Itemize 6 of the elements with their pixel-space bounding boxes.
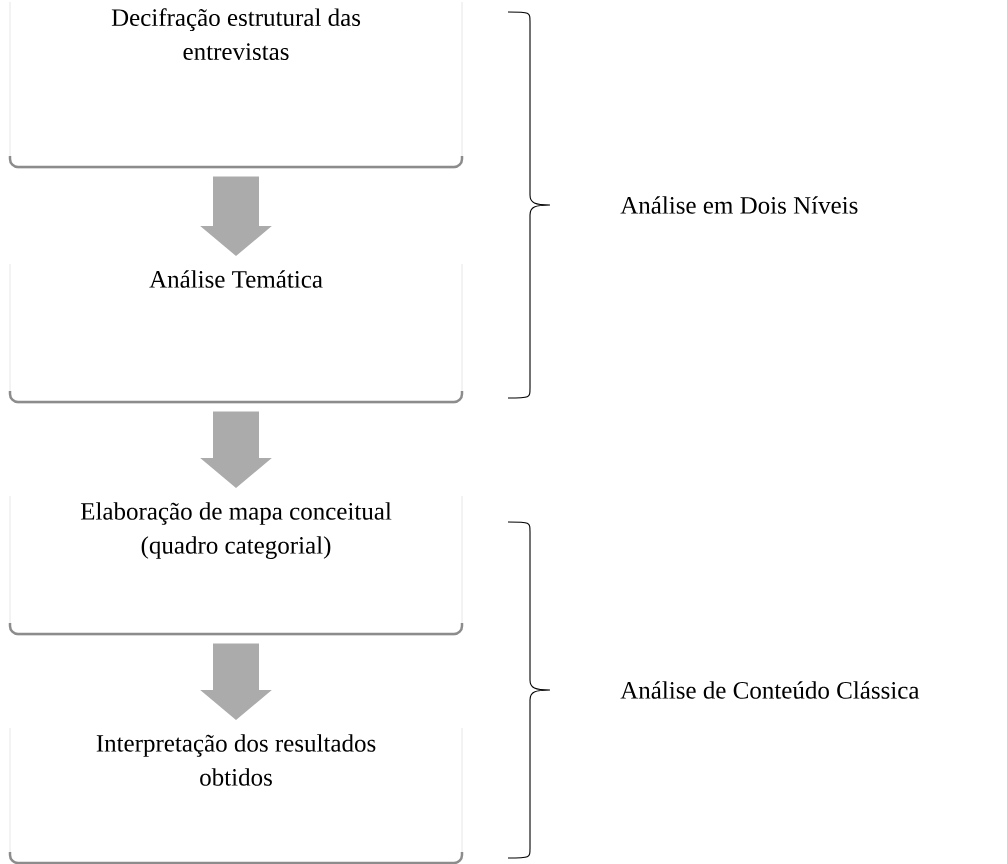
group-label: Análise em Dois Níveis [620,196,858,214]
process-box: Interpretação dos resultados obtidos [8,720,464,864]
group-label: Análise de Conteúdo Clássica [620,681,920,699]
process-box: Análise Temática [8,256,464,404]
process-box: Elaboração de mapa conceitual (quadro categorial) [8,488,464,636]
process-box: Decifração estrutural das entrevistas [8,0,464,169]
